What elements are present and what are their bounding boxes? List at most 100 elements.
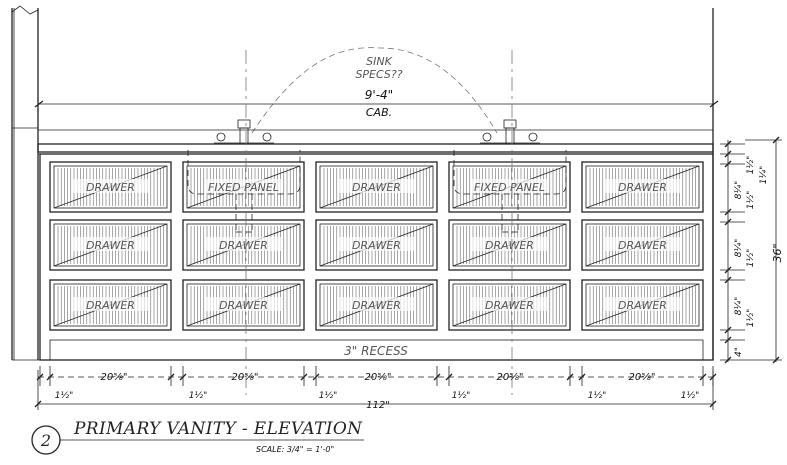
drawer-outline <box>581 219 704 271</box>
dimension-gap-6: 1½" <box>681 391 700 401</box>
recess-label: 3" RECESS <box>344 344 408 358</box>
cabinet-width-dimension <box>34 100 719 108</box>
recess-panel <box>49 339 704 361</box>
drawer-front: DRAWER <box>448 279 571 331</box>
note-sink-specs: SPECS?? <box>355 68 402 81</box>
drawer-front: DRAWER <box>49 161 172 213</box>
drawer-label-backing <box>205 179 282 193</box>
drawer-front: FIXED PANEL <box>448 161 571 213</box>
drawer-label: DRAWER <box>618 181 667 194</box>
drawer-label: DRAWER <box>485 239 534 252</box>
dimension-tick <box>724 326 732 334</box>
drawing-scale: SCALE: 3/4" = 1'-0" <box>256 445 334 454</box>
drawer-front: DRAWER <box>315 219 438 271</box>
dimension-top-a: 1½" <box>746 156 756 175</box>
drawer-label-backing <box>338 297 415 311</box>
dimension-row-gap-2: 1½" <box>746 249 756 268</box>
drawer-inner-panel <box>186 283 301 327</box>
drawer-outline <box>315 161 438 213</box>
drawer-inner-panel <box>53 165 168 209</box>
drawer-label-backing <box>205 297 282 311</box>
right-dimension-chain <box>720 136 782 364</box>
drawer-front: DRAWER <box>49 219 172 271</box>
drawer-inner-panel <box>319 283 434 327</box>
dimension-tick <box>724 208 732 216</box>
left-wall <box>11 5 40 361</box>
drawer-label-backing <box>604 179 681 193</box>
drawer-outline <box>581 161 704 213</box>
note-sink: SINK <box>366 55 392 68</box>
drawer-inner-panel <box>452 223 567 267</box>
sink-spec-arc <box>251 47 498 134</box>
drawer-inner-panel <box>53 283 168 327</box>
drawer-front: DRAWER <box>448 219 571 271</box>
drawer-outline <box>448 219 571 271</box>
drawer-label: FIXED PANEL <box>208 181 279 194</box>
drawer-label: DRAWER <box>485 299 534 312</box>
drawer-label-backing <box>604 297 681 311</box>
drawer-label-backing <box>338 179 415 193</box>
drawer-outline <box>182 161 305 213</box>
dimension-width-5: 20⅝" <box>628 372 655 383</box>
dimension-tick <box>724 266 732 274</box>
drawer-label: DRAWER <box>352 299 401 312</box>
dimension-width-1: 20⅝" <box>100 372 127 383</box>
drawer-label-backing <box>471 237 548 251</box>
right-dimension-ticks <box>724 140 732 364</box>
drawer-label-backing <box>338 237 415 251</box>
drawer-label: DRAWER <box>86 239 135 252</box>
drawer-label-backing <box>72 297 149 311</box>
dimension-tick <box>724 356 732 364</box>
drawer-outline <box>448 161 571 213</box>
drawer-outline <box>315 279 438 331</box>
dimension-gap-4: 1½" <box>452 391 471 401</box>
drawer-outline <box>182 279 305 331</box>
dimension-top-b: 1¼" <box>759 166 769 185</box>
dimension-tick <box>724 140 732 148</box>
dimension-row-height-1: 8¼" <box>734 181 744 200</box>
drawer-outline <box>182 219 305 271</box>
countertop <box>37 129 714 155</box>
drawer-inner-panel <box>585 283 700 327</box>
faucet-left <box>214 119 274 145</box>
drawer-front: FIXED PANEL <box>182 161 305 213</box>
dimension-total-width: 112" <box>366 400 390 411</box>
drawer-label-backing <box>72 179 149 193</box>
dimension-row-gap-1: 1½" <box>746 191 756 210</box>
drawer-label: FIXED PANEL <box>474 181 545 194</box>
dimension-width-3: 20⅝" <box>364 372 391 383</box>
detail-number: 2 <box>40 431 51 450</box>
dimension-row-height-3: 8¼" <box>734 297 744 316</box>
drawer-front: DRAWER <box>315 279 438 331</box>
drawer-label: DRAWER <box>86 181 135 194</box>
dimension-row-gap-3: 1½" <box>746 309 756 328</box>
drawer-label-backing <box>205 237 282 251</box>
drawer-front: DRAWER <box>182 219 305 271</box>
faucet-right <box>480 119 540 145</box>
drawer-front: DRAWER <box>581 279 704 331</box>
drawer-front: DRAWER <box>581 219 704 271</box>
dimension-gap-1: 1½" <box>55 391 74 401</box>
sink-left-hidden <box>187 150 301 233</box>
dimension-tick <box>724 150 732 158</box>
drawer-front: DRAWER <box>182 279 305 331</box>
dimension-gap-2: 1½" <box>189 391 208 401</box>
drawer-outline <box>315 219 438 271</box>
drawer-grid: DRAWER FIXED PANEL DRAWER FIXED PANEL DRAWER… <box>49 161 704 331</box>
drawer-inner-panel <box>452 165 567 209</box>
drawer-front: DRAWER <box>581 161 704 213</box>
cabinet-label: CAB. <box>366 106 392 119</box>
drawer-outline <box>448 279 571 331</box>
drawer-outline <box>49 161 172 213</box>
drawing-title: PRIMARY VANITY - ELEVATION <box>73 419 363 439</box>
dimension-tick <box>724 160 732 168</box>
bottom-dimension-ticks <box>36 366 717 386</box>
drawer-label: DRAWER <box>618 299 667 312</box>
dimension-recess-height: 4" <box>734 347 744 357</box>
dimension-row-height-2: 8¼" <box>734 239 744 258</box>
drawer-outline <box>581 279 704 331</box>
dimension-tick <box>724 276 732 284</box>
drawer-inner-panel <box>585 165 700 209</box>
